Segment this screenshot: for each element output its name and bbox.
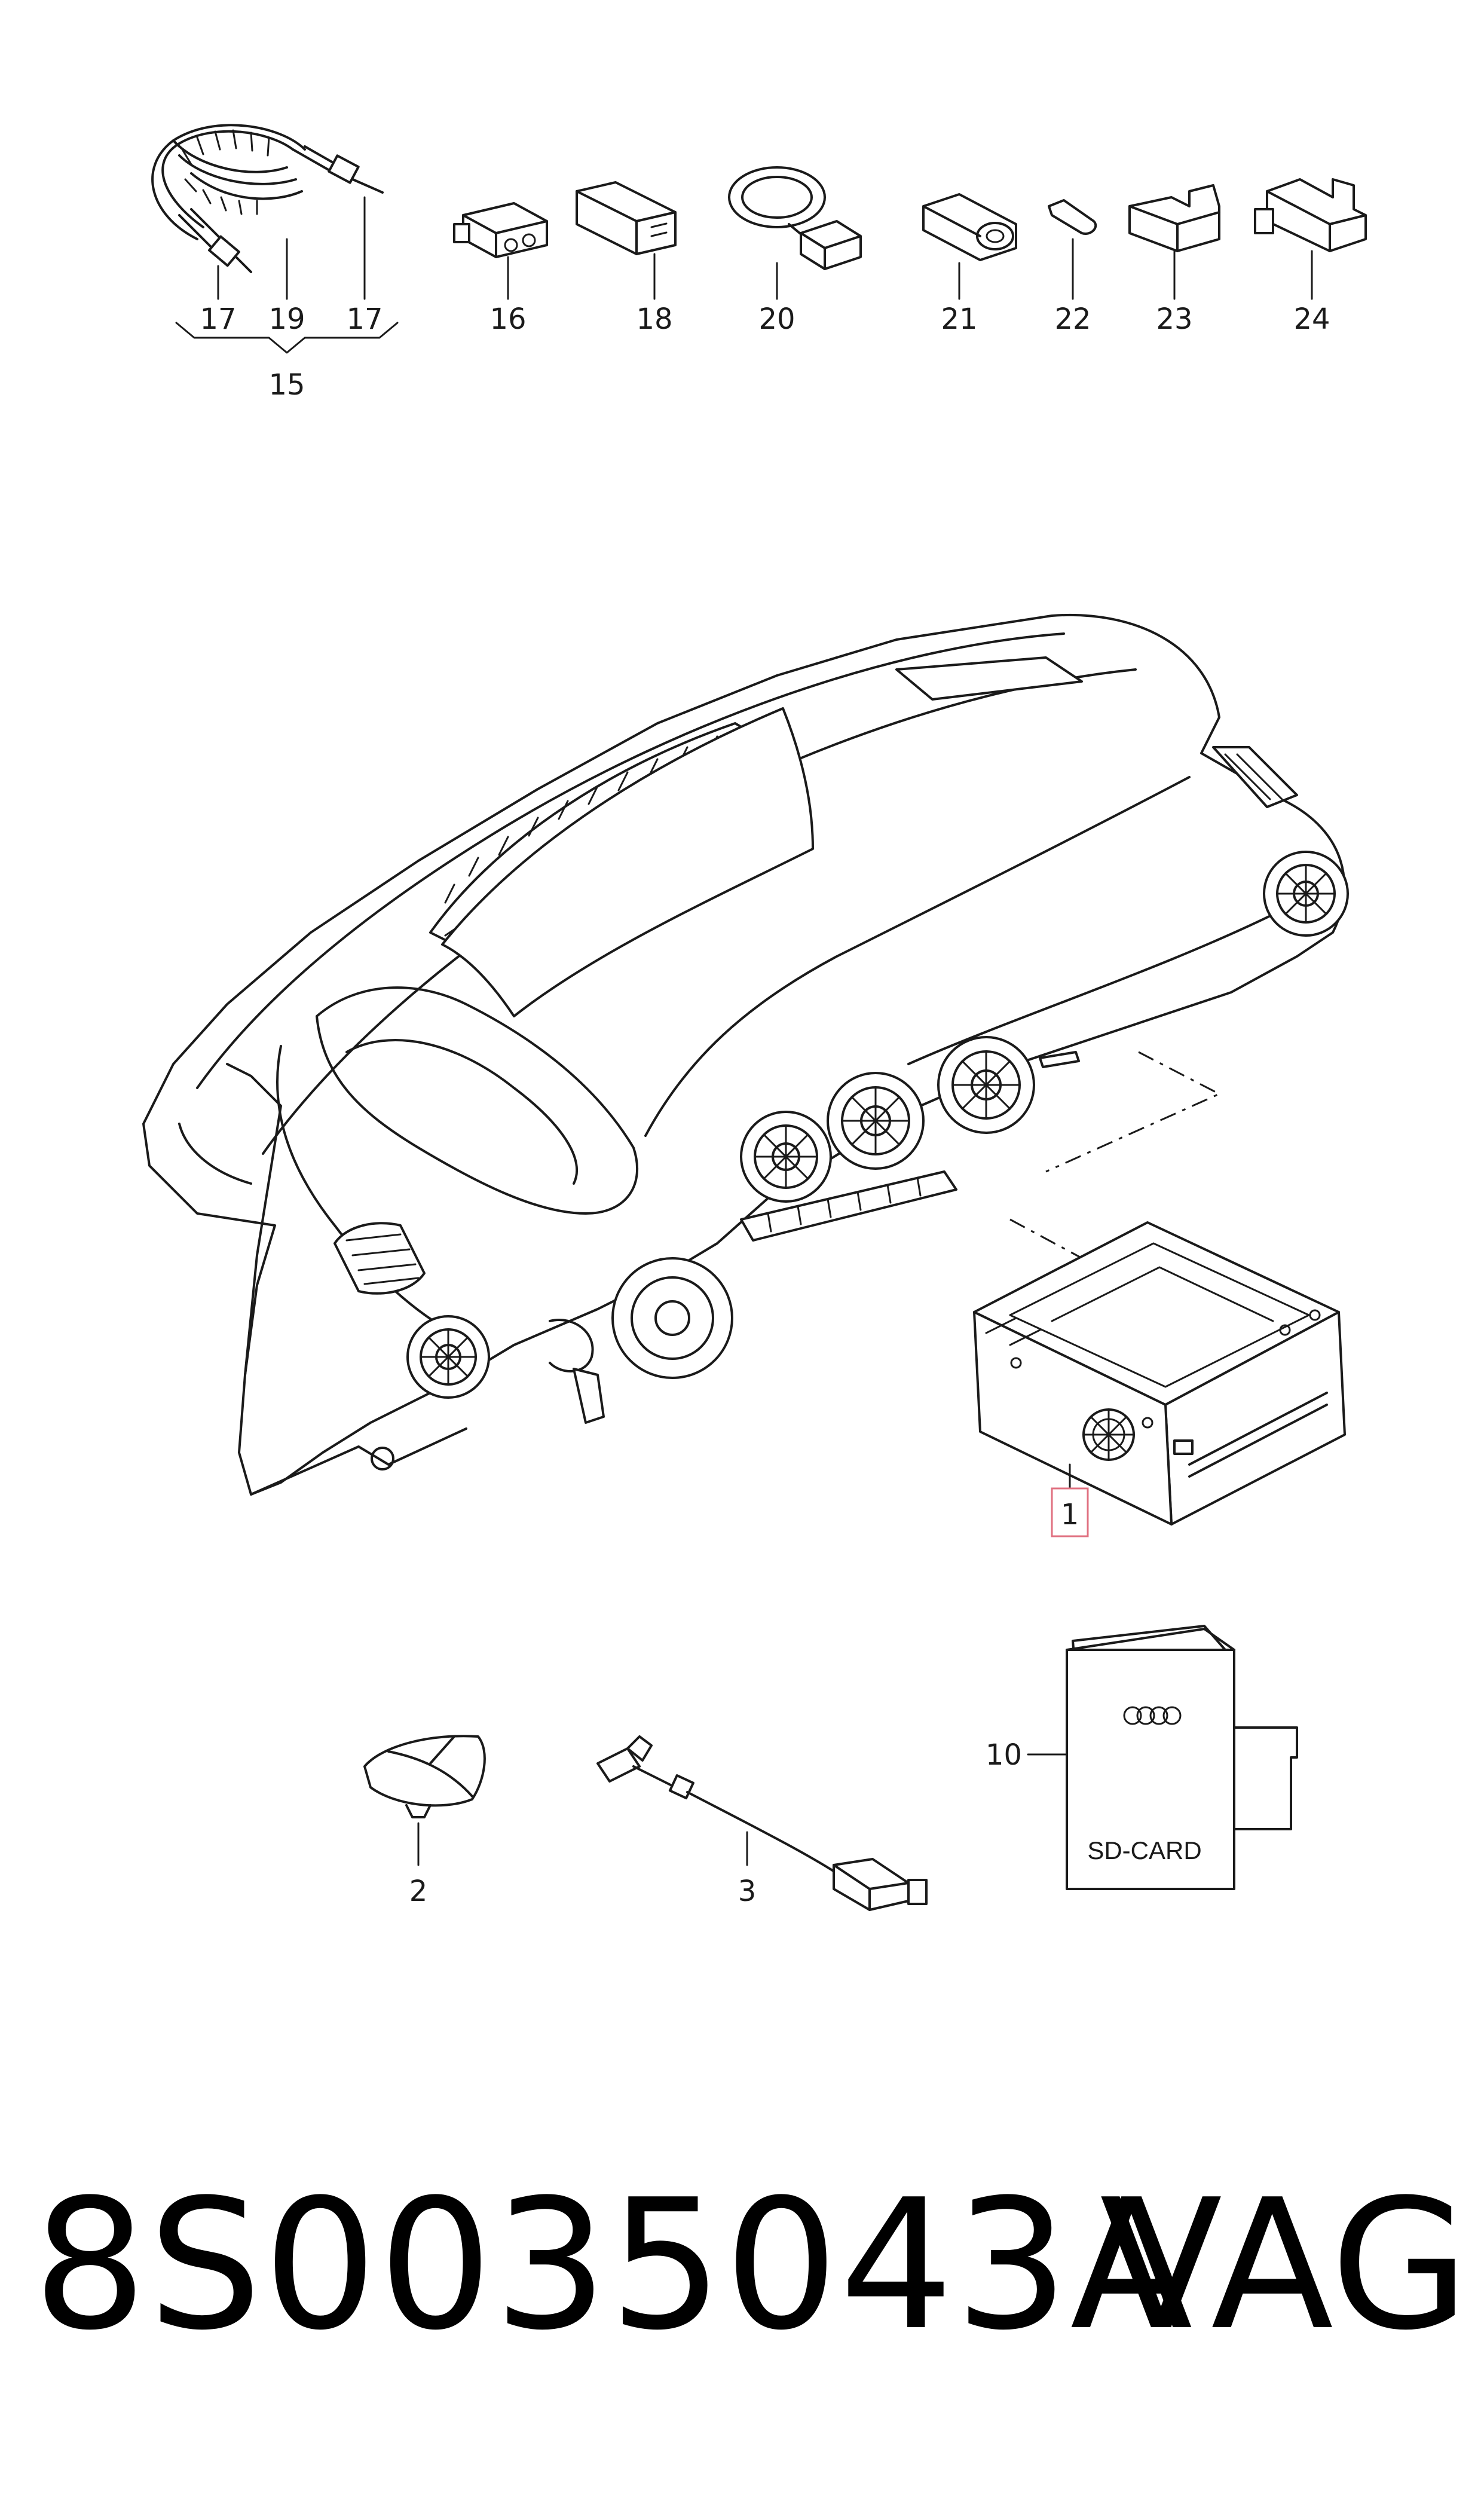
dashboard-illustration: [142, 614, 1349, 1496]
round-vent-1: [740, 1111, 832, 1203]
callout-17-right: 17: [346, 302, 383, 336]
callout-20: 20: [758, 302, 795, 336]
round-vent-left: [406, 1315, 490, 1399]
coiled-cable-part: [151, 124, 384, 300]
bracket-15: [175, 322, 399, 354]
callout-10: 10: [986, 1738, 1022, 1772]
relay-24: [1254, 178, 1367, 300]
cap-23: [1128, 184, 1220, 300]
ring-connector-20: [728, 166, 862, 300]
callout-22: 22: [1054, 302, 1091, 336]
sleeve-21: [922, 193, 1017, 300]
brand-name: VAG: [1100, 2161, 1470, 2370]
callout-18: 18: [636, 302, 672, 336]
plug-22: [1048, 199, 1097, 300]
part-number: 8S0035043A: [33, 2161, 1194, 2370]
antenna-2: [363, 1735, 486, 1866]
housing-18: [576, 181, 677, 300]
steering-hub: [611, 1257, 733, 1379]
sd-card-label: SD-CARD: [1087, 1836, 1201, 1864]
callout-16: 16: [489, 302, 526, 336]
callout-21: 21: [941, 302, 977, 336]
callout-17-left: 17: [200, 302, 236, 336]
callout-3: 3: [738, 1875, 757, 1908]
round-vent-3: [937, 1036, 1035, 1134]
cable-3: [596, 1735, 928, 1911]
mounting-line-2: [1009, 1218, 1088, 1262]
round-vent-right: [1263, 851, 1349, 937]
callout-19: 19: [268, 302, 305, 336]
audi-rings-logo: [1123, 1706, 1182, 1725]
round-vent-2: [827, 1072, 925, 1170]
connector-16: [453, 202, 548, 300]
callout-24: 24: [1293, 302, 1330, 336]
mounting-line-1: [1045, 1051, 1222, 1173]
sd-card-10: SD-CARD: [1066, 1625, 1298, 1890]
head-unit-1: [973, 1221, 1346, 1526]
callout-1: 1: [1061, 1498, 1079, 1531]
callout-23: 23: [1156, 302, 1192, 336]
callout-1-highlight-box: [1051, 1487, 1089, 1537]
callout-2: 2: [409, 1875, 428, 1908]
callout-15: 15: [268, 368, 305, 402]
